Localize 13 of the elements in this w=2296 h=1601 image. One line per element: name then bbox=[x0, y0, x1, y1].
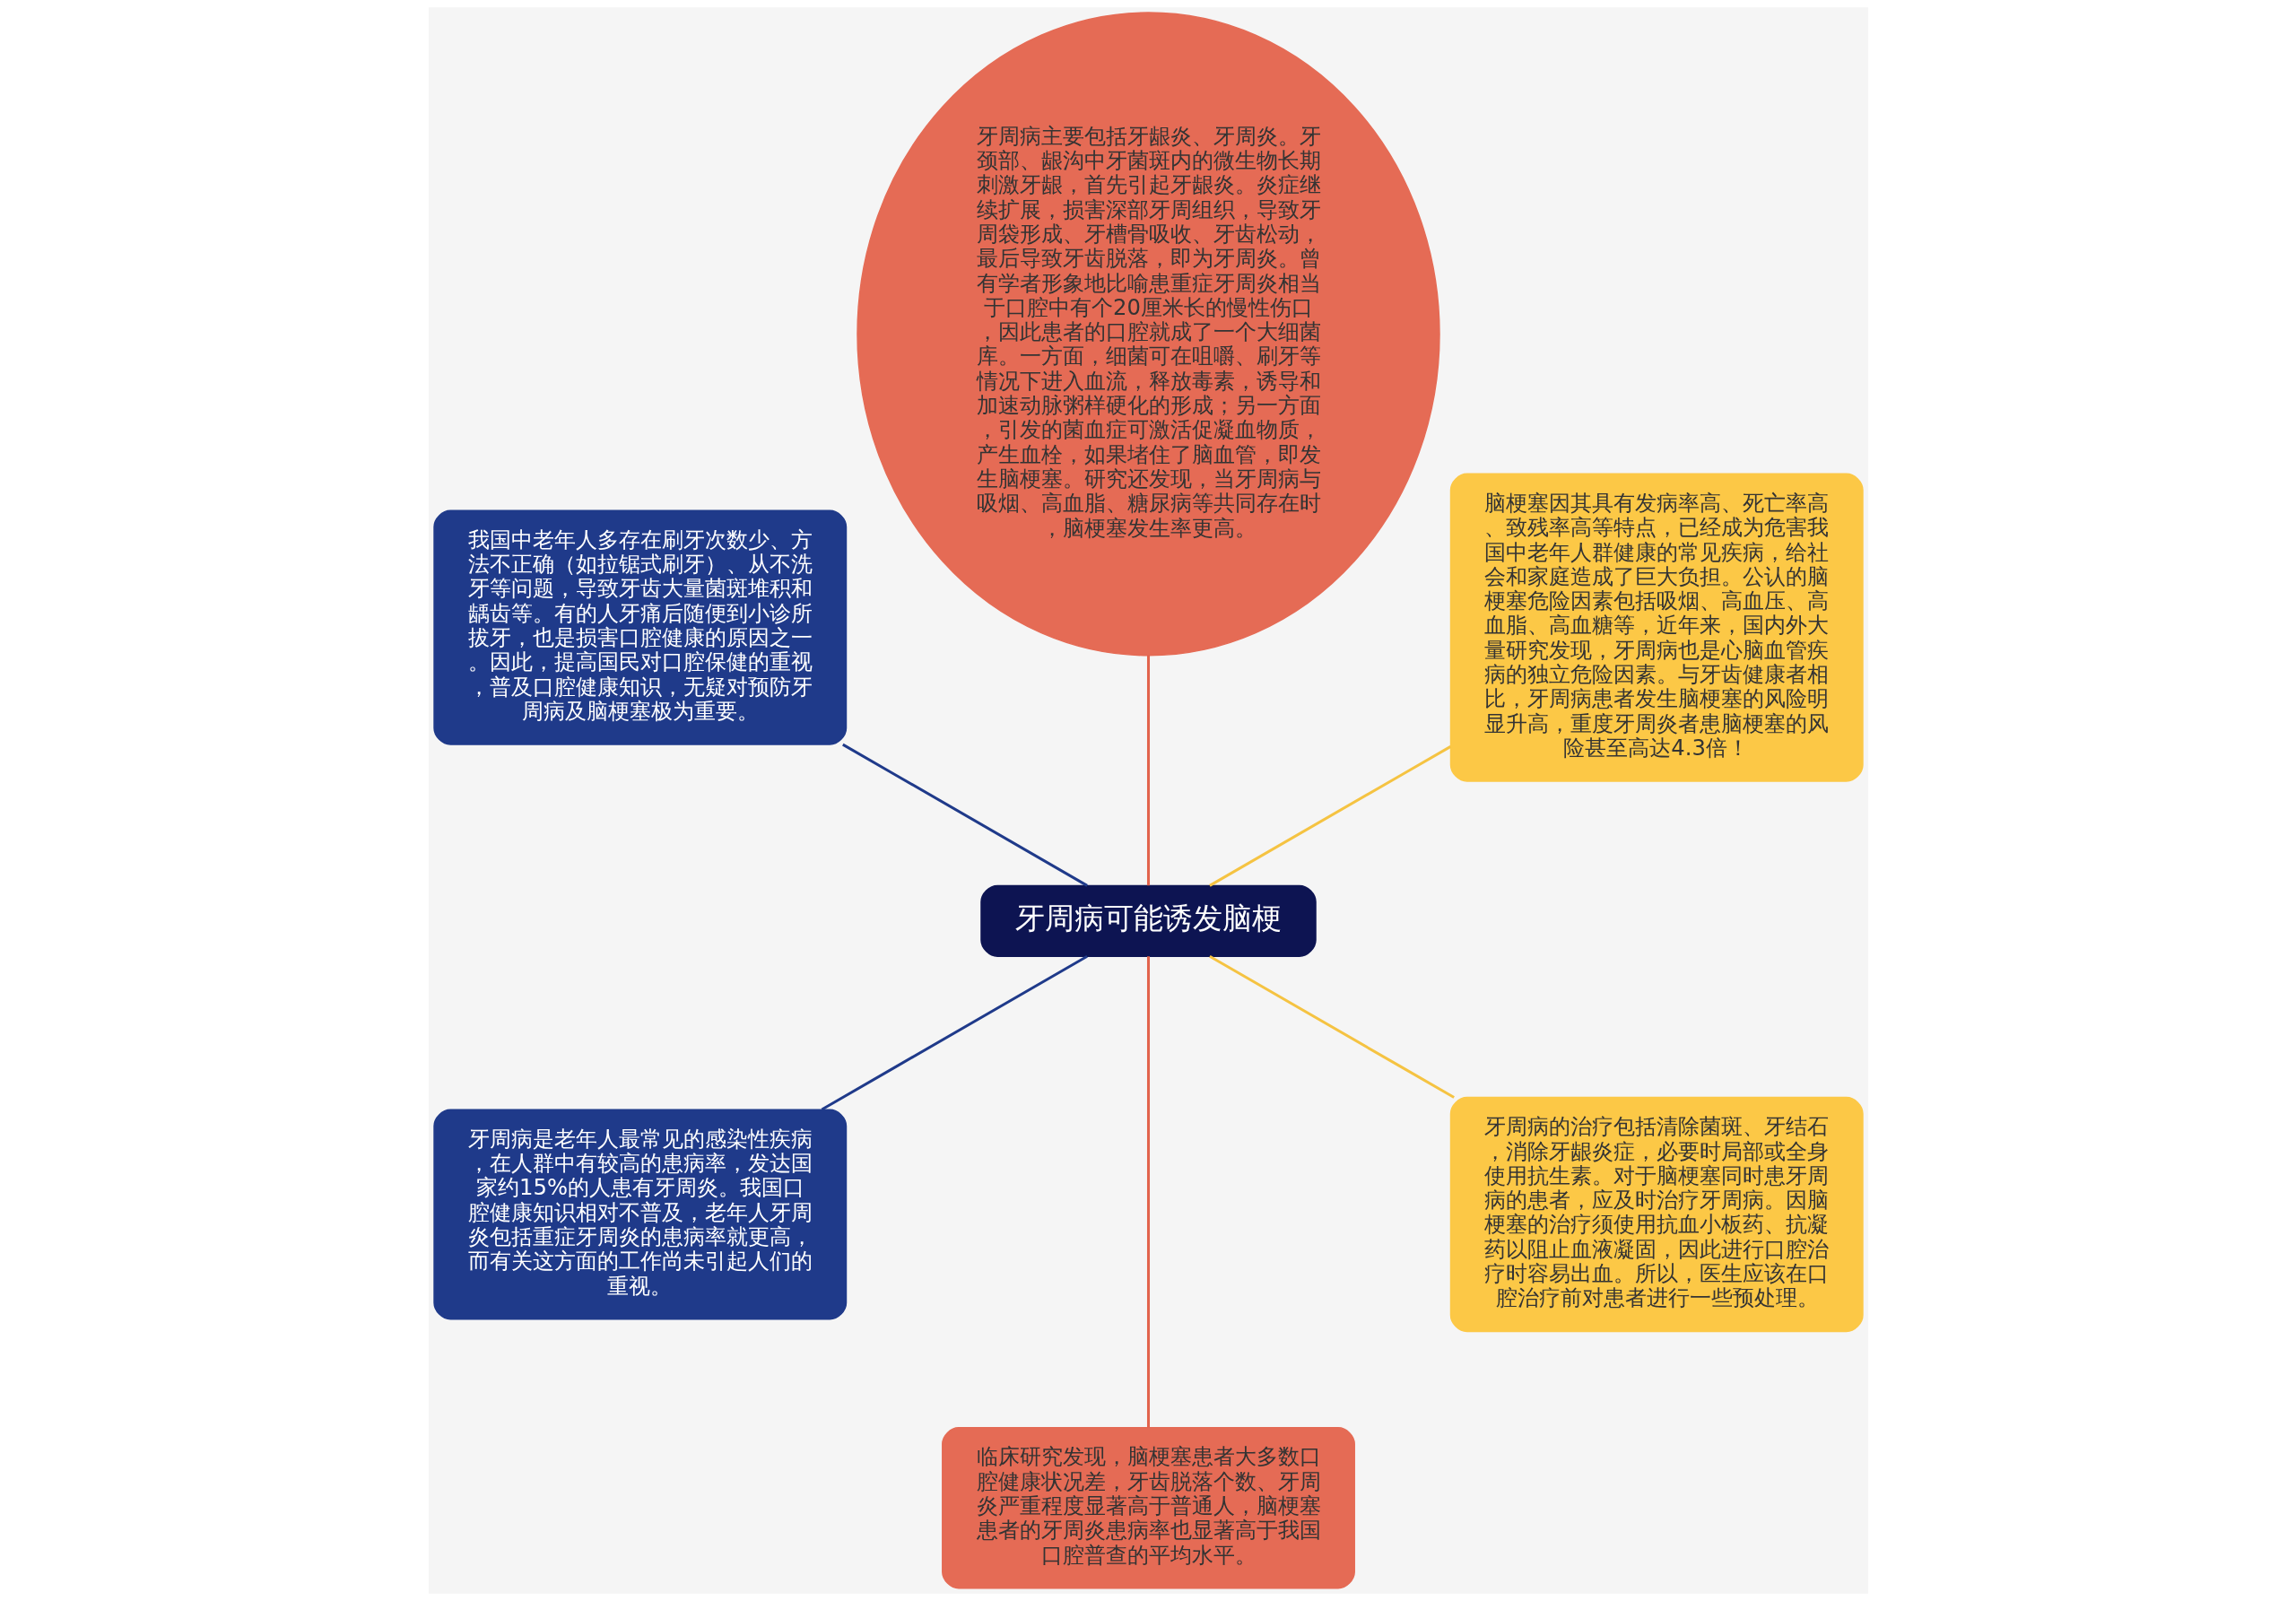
node-box: 我国中老年人多存在刷牙次数少、方法不正确（如拉锯式刷牙）、从不洗牙等问题，导致牙齿大量菌斑堆积和龋齿等。有的人牙痛后随便到小诊所拔牙，也是损害口腔健康的原因之一。因此，提高国民对口腔保健的重视，普及口腔健康知识，无疑对预防牙周病及脑梗塞极为重要。 bbox=[432, 509, 847, 745]
node-box: 临床研究发现，脑梗塞患者大多数口腔健康状况差，牙齿脱落个数、牙周炎严重程度显著高于普通人，脑梗塞患者的牙周炎患病率也显著高于我国口腔普查的平均水平。 bbox=[941, 1427, 1355, 1589]
node-box: 牙周病可能诱发脑梗 bbox=[979, 884, 1317, 957]
connector bbox=[841, 743, 1088, 887]
node-box: 牙周病是老年人最常见的感染性疾病，在人群中有较高的患病率，发达国家约15%的人患有牙周炎。我国口腔健康知识相对不普及，老年人牙周炎包括重症牙周炎的患病率就更高，而有关这方面的工作尚未引起人们的重视。 bbox=[432, 1109, 847, 1320]
node-box: 脑梗塞因其具有发病率高、死亡率高、致残率高等特点，已经成为危害我国中老年人群健康的常见疾病，给社会和家庭造成了巨大负担。公认的脑梗塞危险因素包括吸烟、高血压、高血脂、高血糖等，近年来，国内外大量研究发现，牙周病也是心脑血管疾病的独立危险因素。与牙齿健康者相比，牙周病患者发生脑梗塞的风险明显升高，重度牙周炎者患脑梗塞的风险甚至高达4.3倍！ bbox=[1449, 473, 1864, 782]
connector bbox=[821, 954, 1088, 1111]
connector bbox=[1208, 745, 1451, 887]
node-circle: 牙周病主要包括牙龈炎、牙周炎。牙颈部、龈沟中牙菌斑内的微生物长期刺激牙龈，首先引起牙龈炎。炎症继续扩展，损害深部牙周组织，导致牙周袋形成、牙槽骨吸收、牙齿松动，最后导致牙齿脱落，即为牙周炎。曾有学者形象地比喻患重症牙周炎相当于口腔中有个20厘米长的慢性伤口，因此患者的口腔就成了一个大细菌库。一方面，细菌可在咀嚼、刷牙等情况下进入血流，释放毒素，诱导和加速动脉粥样硬化的形成；另一方面，引发的菌血症可激活促凝血物质，产生血栓，如果堵住了脑血管，即发生脑梗塞。研究还发现，当牙周病与吸烟、高血脂、糖尿病等共同存在时，脑梗塞发生率更高。 bbox=[856, 12, 1440, 657]
node-box: 牙周病的治疗包括清除菌斑、牙结石，消除牙龈炎症，必要时局部或全身使用抗生素。对于脑梗塞同时患牙周病的患者，应及时治疗牙周病。因脑梗塞的治疗须使用抗血小板药、抗凝药以阻止血液凝固，因此进行口腔治疗时容易出血。所以，医生应该在口腔治疗前对患者进行一些预处理。 bbox=[1449, 1096, 1864, 1333]
connector bbox=[1146, 655, 1150, 886]
connector bbox=[1208, 954, 1455, 1099]
connector bbox=[1146, 956, 1150, 1428]
